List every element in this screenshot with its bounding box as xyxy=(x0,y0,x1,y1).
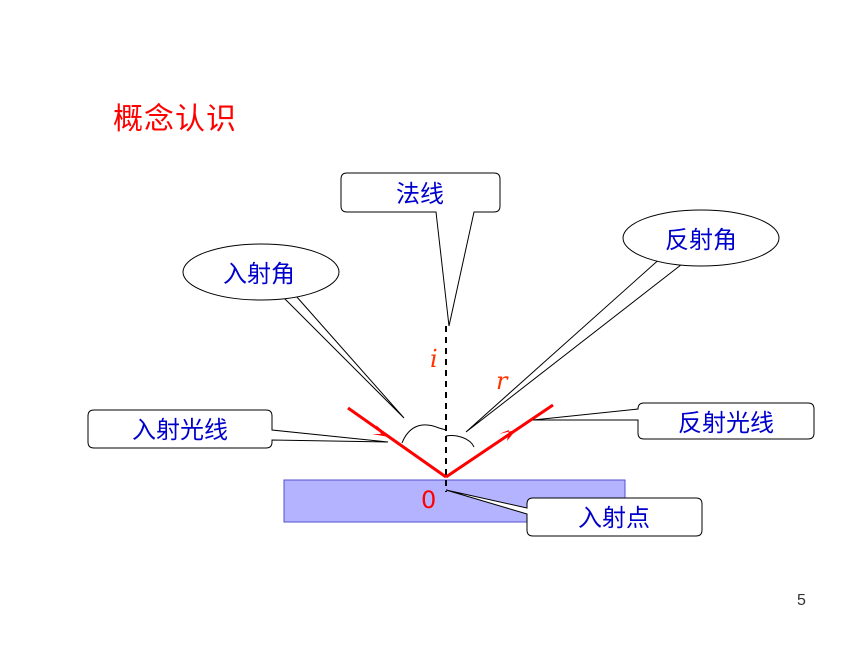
incident-ray-arrowhead xyxy=(372,425,389,437)
reflected-ray-label: 反射光线 xyxy=(678,409,774,437)
angle-r-symbol: r xyxy=(496,367,509,395)
incident-point-symbol: 0 xyxy=(421,486,436,514)
reflected-ray-callout xyxy=(532,402,815,440)
slide-title: 概念认识 xyxy=(113,102,237,137)
normal-callout xyxy=(340,172,501,327)
page-number: 5 xyxy=(797,592,806,609)
reflection-angle-arc xyxy=(445,435,475,448)
reflection-angle-callout-pointer xyxy=(465,255,687,433)
reflection-angle-callout xyxy=(622,209,780,267)
normal-label: 法线 xyxy=(396,180,444,208)
incident-angle-callout-pointer xyxy=(275,289,405,419)
incident-angle-arc xyxy=(401,424,447,444)
incident-angle-callout xyxy=(182,243,340,301)
callout-seam xyxy=(273,292,299,298)
incident-ray-callout xyxy=(87,409,389,449)
incident-angle-label: 入射角 xyxy=(223,260,295,288)
angle-i-symbol: i xyxy=(430,345,438,373)
incident-ray xyxy=(347,406,447,479)
callout-seam-2 xyxy=(663,256,689,264)
incident-point-label: 入射点 xyxy=(578,504,650,532)
reflection-angle-label: 反射角 xyxy=(665,226,737,254)
reflected-ray-arrowhead xyxy=(499,430,516,441)
reflected-ray xyxy=(445,403,554,479)
incident-point-callout xyxy=(445,489,703,537)
incident-ray-label: 入射光线 xyxy=(132,416,228,444)
